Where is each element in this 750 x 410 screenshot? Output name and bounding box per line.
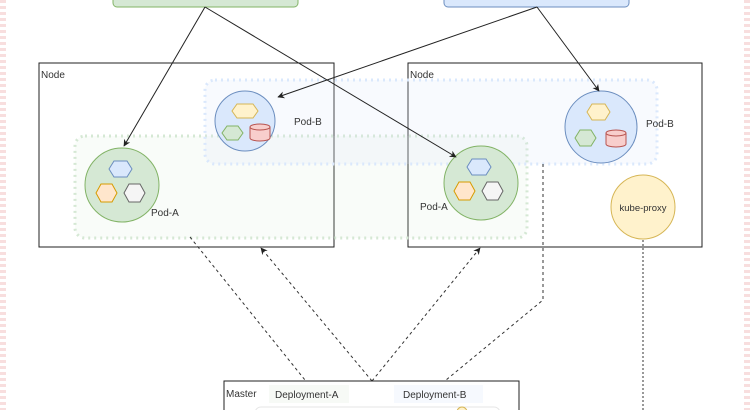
container-icon (574, 129, 597, 147)
pod-a-left-label: Pod-A (151, 208, 179, 219)
edge-service-a-pod-a-left (123, 6, 206, 147)
pod-b-right-label: Pod-B (646, 119, 674, 130)
pod-a-left[interactable] (84, 147, 160, 223)
master-component-icon (456, 406, 468, 410)
deployment-a-box[interactable] (269, 385, 349, 403)
page-edge-left (0, 0, 6, 410)
master-inner-group (255, 406, 500, 410)
pod-a-right-label: Pod-A (420, 202, 448, 213)
pod-b-right[interactable] (564, 90, 638, 164)
container-icon (108, 160, 133, 178)
edge-master-node-left (260, 247, 373, 382)
node-label-right: Node (410, 70, 434, 81)
container-icon (586, 103, 611, 121)
edge-deployment-a-group (189, 236, 310, 386)
deployment-a-label: Deployment-A (275, 390, 339, 401)
pod-a-right[interactable] (443, 145, 519, 221)
kube-proxy-label: kube-proxy (620, 203, 667, 214)
edge-service-b-pod-b-left (277, 6, 538, 99)
container-icon (466, 158, 492, 176)
edge-service-b-pod-b-right (536, 6, 600, 92)
deployment-b-box[interactable] (394, 385, 483, 403)
service-a-box[interactable] (112, 0, 299, 8)
master-box[interactable] (223, 380, 520, 410)
container-icon (221, 125, 244, 141)
deployment-b-group (203, 78, 659, 166)
database-icon (249, 123, 271, 142)
pod-b-left[interactable] (214, 90, 276, 152)
service-b-box[interactable] (443, 0, 630, 8)
pod-b-left-label: Pod-B (294, 117, 322, 128)
deployment-a-group (73, 134, 529, 240)
kube-proxy-node[interactable] (610, 174, 676, 240)
master-label: Master (226, 389, 257, 400)
container-icon (231, 103, 259, 119)
edge-service-a-pod-a-right (204, 6, 457, 158)
page-edge-right (744, 0, 750, 410)
deployment-b-label: Deployment-B (403, 390, 467, 401)
edge-master-node-right (371, 247, 481, 382)
container-icon (95, 183, 118, 203)
database-icon (605, 129, 627, 148)
node-label-left: Node (41, 70, 65, 81)
container-icon (453, 181, 476, 201)
container-icon (123, 183, 146, 203)
container-icon (481, 181, 504, 201)
